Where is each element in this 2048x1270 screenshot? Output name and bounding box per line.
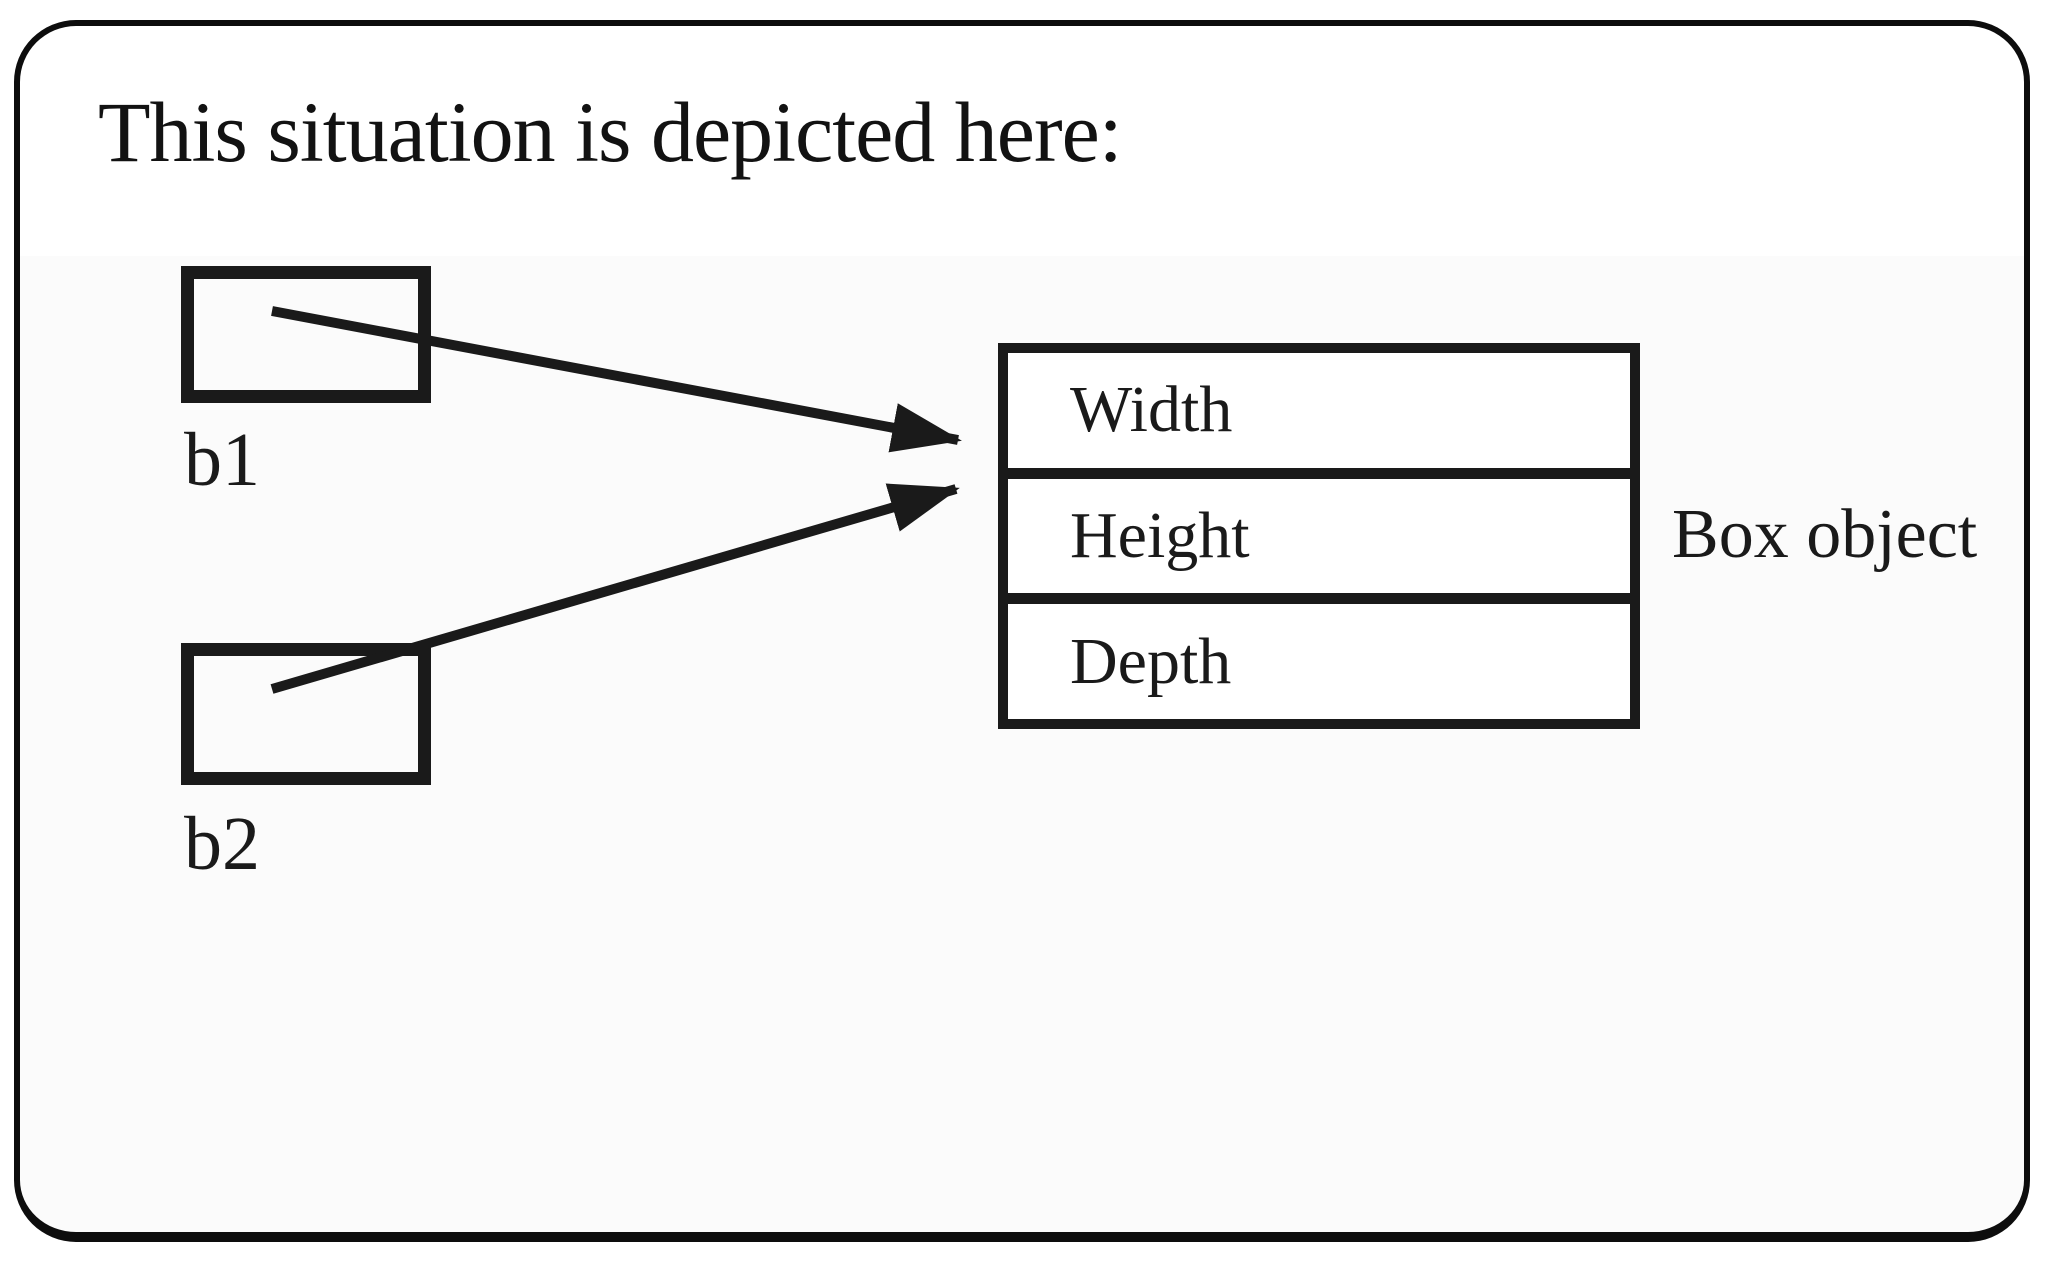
field-row-height: Height	[1008, 467, 1630, 594]
figure-title: This situation is depicted here:	[98, 84, 1123, 180]
field-row-depth: Depth	[1008, 593, 1630, 719]
reference-box-b1	[181, 266, 431, 403]
box-object-table: Width Height Depth	[998, 343, 1640, 729]
field-row-width: Width	[1070, 373, 1233, 447]
reference-label-b1: b1	[184, 418, 260, 502]
reference-label-b2: b2	[184, 802, 260, 886]
reference-box-b2	[181, 643, 431, 785]
box-object-label: Box object	[1672, 496, 1978, 573]
rounded-frame: This situation is depicted here: b1 b2 W…	[14, 20, 2030, 1242]
